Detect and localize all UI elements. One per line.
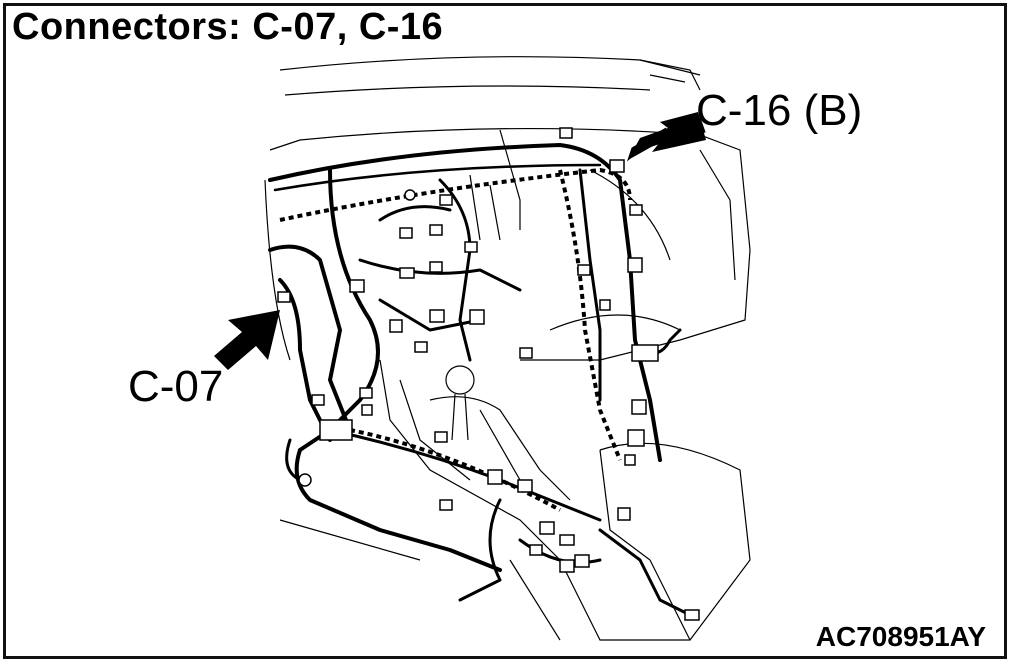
connector-blocks [277,127,700,621]
c07-arrow [214,310,280,370]
dashboard-outline [264,56,751,361]
c16-arrow [626,112,706,162]
diagram-title: Connectors: C-07, C-16 [12,6,444,48]
diagram-frame [3,3,1007,659]
callout-c16-label: C-16 (B) [696,86,863,135]
wiring-harness [268,143,692,617]
callout-c07-label: C-07 [128,362,224,411]
figure-id: AC708951AY [815,621,986,652]
console-outline [279,359,751,641]
dashed-harness [279,167,632,512]
